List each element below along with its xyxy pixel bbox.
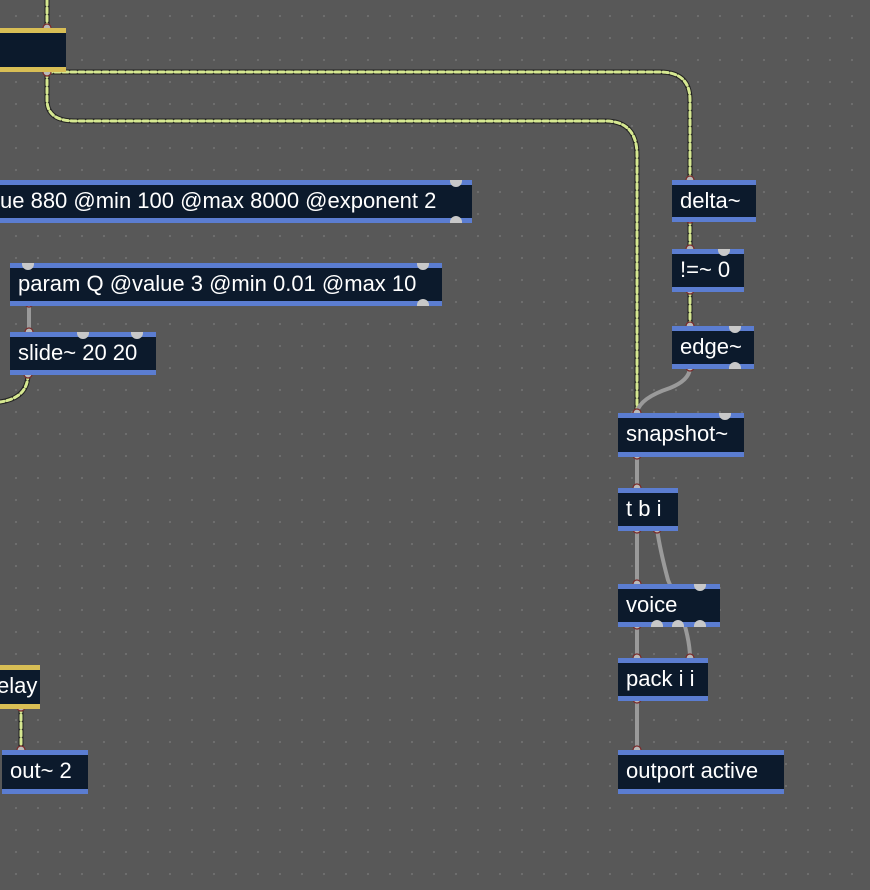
object-label: edge~: [680, 334, 742, 359]
control-cord-edge-snapshot[interactable]: [635, 365, 692, 414]
object-label: out~ 2: [10, 758, 72, 783]
voice-object[interactable]: voice: [618, 584, 720, 627]
delay-object[interactable]: elay: [0, 665, 40, 709]
object-label: elay: [0, 673, 38, 698]
object-label: param Q @value 3 @min 0.01 @max 10: [18, 271, 417, 296]
not-equal-object[interactable]: !=~ 0: [672, 249, 744, 292]
object-label: t b i: [626, 496, 662, 521]
object-label: pack i i: [626, 666, 695, 691]
param-q-object[interactable]: param Q @value 3 @min 0.01 @max 10: [10, 263, 442, 306]
param-frequency-object[interactable]: ue 880 @min 100 @max 8000 @exponent 2: [0, 180, 472, 223]
edge-object[interactable]: edge~: [672, 326, 754, 369]
slide-object[interactable]: slide~ 20 20: [10, 332, 156, 375]
object-label: !=~ 0: [680, 257, 731, 282]
pack-object[interactable]: pack i i: [618, 658, 708, 701]
delta-object[interactable]: delta~: [672, 180, 756, 222]
trigger-object[interactable]: t b i: [618, 488, 678, 531]
outport-active-object[interactable]: outport active: [618, 750, 784, 794]
signal-cord-slide-out[interactable]: [0, 371, 31, 405]
object-label: slide~ 20 20: [18, 340, 138, 365]
out-2-object[interactable]: out~ 2: [2, 750, 88, 794]
object-label: ue 880 @min 100 @max 8000 @exponent 2: [0, 188, 437, 213]
object-label: snapshot~: [626, 421, 729, 446]
object-label: delta~: [680, 188, 741, 213]
object-label: outport active: [626, 758, 759, 783]
snapshot-object[interactable]: snapshot~: [618, 413, 744, 457]
signal-cord-to-delta[interactable]: [44, 69, 693, 183]
object-label: voice: [626, 592, 678, 617]
signal-object-top[interactable]: [0, 28, 66, 72]
